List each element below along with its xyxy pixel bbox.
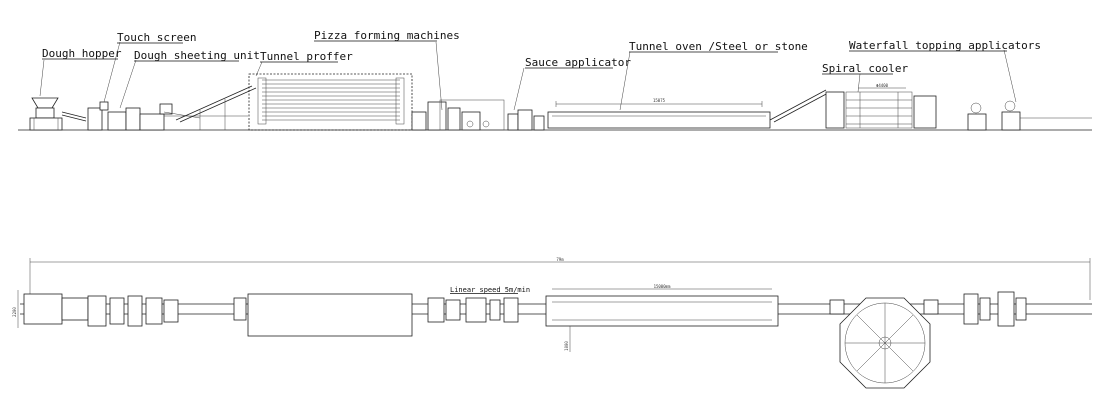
line-width-dimension: 2200: [12, 307, 17, 317]
plan-forming-sauce: Linear speed 5m/min: [427, 286, 530, 323]
oven-width-dimension: 1000: [564, 341, 569, 351]
cooler-side-dimension: Φ4400: [876, 83, 889, 88]
pizza-forming-machine: [411, 99, 505, 131]
dough-sheeting-unit-machine: [87, 101, 248, 131]
waterfall-topping-applicator-machine: [967, 100, 1092, 131]
label-pizza-forming-machines: Pizza forming machines: [314, 29, 460, 42]
label-tunnel-oven: Tunnel oven /Steel or stone: [629, 40, 808, 53]
plan-topping-applicators: [963, 291, 1027, 327]
plan-tunnel-oven: 15000mm 1000: [545, 284, 779, 352]
plan-view: 79m 2200 Linear speed 5m/min: [12, 257, 1092, 389]
label-dough-sheeting-unit: Dough sheeting unit: [134, 49, 260, 62]
tunnel-oven-machine: 15075: [547, 98, 771, 129]
oven-side-dimension: 15075: [653, 98, 666, 103]
label-sauce-applicator: Sauce applicator: [525, 56, 631, 69]
oven-plan-dimension: 15000mm: [654, 284, 671, 289]
label-tunnel-proffer: Tunnel proffer: [260, 50, 353, 63]
plan-tunnel-proofer: [247, 293, 413, 337]
plan-start-machinery: [23, 293, 247, 327]
plan-spiral-cooler: [829, 297, 939, 389]
plan-linear-speed: Linear speed 5m/min: [450, 286, 530, 294]
component-labels: Dough hopper Touch screen Dough sheeting…: [42, 29, 1041, 75]
tunnel-proofer-machine: [248, 73, 413, 131]
label-touch-screen: Touch screen: [117, 31, 196, 44]
sauce-applicator-machine: [507, 109, 545, 131]
label-dough-hopper: Dough hopper: [42, 47, 122, 60]
label-leaders: [39, 41, 1017, 111]
label-spiral-cooler: Spiral cooler: [822, 62, 908, 75]
spiral-cooler-machine: Φ4400: [825, 83, 937, 129]
label-waterfall-topping-applicators: Waterfall topping applicators: [849, 39, 1041, 52]
dough-hopper-machine: [29, 97, 63, 131]
side-elevation-view: 15075 Φ4400: [18, 73, 1092, 131]
total-length-dimension: 79m: [556, 257, 564, 262]
